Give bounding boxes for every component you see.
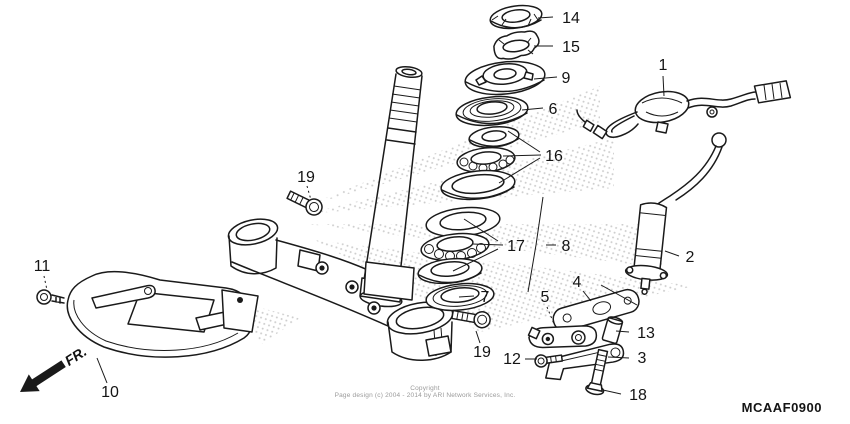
leader-line-11 (43, 275, 48, 291)
leader-line-19b (475, 330, 481, 344)
lock-washer (493, 30, 540, 60)
part-label-2: 2 (686, 249, 695, 266)
leader-line-17 (471, 243, 504, 246)
part-label-7: 7 (481, 289, 490, 306)
top-cone-race (464, 60, 546, 96)
bolt-18 (585, 348, 609, 396)
bracket-line-17 (463, 218, 499, 242)
part-label-12: 12 (503, 351, 521, 368)
leader-line-5 (546, 306, 555, 325)
part-label-10: 10 (101, 384, 119, 401)
part-label-18: 18 (629, 387, 647, 404)
part-label-19a: 19 (297, 169, 315, 186)
leader-line-18 (602, 389, 622, 395)
part-label-13: 13 (637, 325, 655, 342)
leader-line-16 (502, 154, 542, 157)
copyright-line-2: Page design (c) 2004 - 2014 by ARI Netwo… (334, 392, 516, 399)
front-direction-label: FR. (62, 343, 90, 369)
part-label-6: 6 (549, 101, 558, 118)
part-label-17: 17 (507, 238, 525, 255)
leader-line-13 (615, 330, 630, 333)
upper-bearing-balls (456, 146, 516, 174)
leader-line-4 (600, 284, 638, 306)
part-label-16: 16 (545, 148, 563, 165)
bracket-line-8 (527, 196, 544, 293)
leader-line-4 (582, 290, 592, 302)
part-label-19b: 19 (473, 344, 491, 361)
steering-sensor (576, 80, 792, 140)
bracket-line-16 (498, 157, 541, 184)
part-label-4: 4 (573, 274, 582, 291)
bracket-line-17 (452, 248, 499, 272)
bolt-19-upper (286, 190, 323, 216)
part-label-14: 14 (562, 10, 580, 27)
leader-line-7 (458, 295, 475, 298)
collar (601, 316, 624, 345)
part-label-15: 15 (562, 39, 580, 56)
stem-damper-cylinder (624, 132, 727, 295)
splash-guard (66, 270, 259, 358)
leader-line-19a (306, 185, 312, 201)
leader-line-3 (607, 356, 630, 359)
part-label-8: 8 (562, 238, 571, 255)
part-label-1: 1 (659, 57, 668, 74)
leader-line-2 (664, 250, 680, 257)
copyright-line-1: Copyright (410, 385, 440, 392)
dust-seal-upper (455, 95, 529, 127)
diagram-code: MCAAF0900 (741, 400, 822, 415)
leader-line-14 (537, 16, 554, 19)
leader-line-1 (662, 75, 665, 97)
upper-bearing-cone (468, 125, 520, 149)
part-label-9: 9 (562, 70, 571, 87)
part-label-11: 11 (34, 258, 51, 275)
copyright-notice: Copyright Page design (c) 2004 - 2014 by… (0, 385, 850, 399)
leader-line-10 (96, 357, 108, 384)
leader-line-6 (521, 107, 544, 111)
bolt-11 (36, 289, 65, 305)
stem-nut (489, 4, 543, 30)
part-label-5: 5 (541, 289, 550, 306)
steering-arm-upper (527, 325, 598, 349)
bolt-12 (534, 354, 564, 368)
upper-bearing-race (440, 169, 516, 201)
leader-line-9 (533, 76, 558, 80)
bottom-bridge (227, 218, 454, 361)
part-label-3: 3 (638, 350, 647, 367)
bracket-line-16 (507, 130, 541, 153)
bolt-19-lower (451, 309, 491, 329)
